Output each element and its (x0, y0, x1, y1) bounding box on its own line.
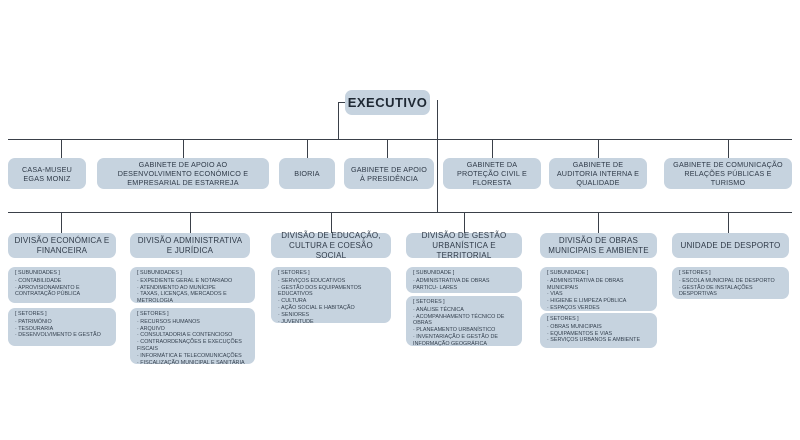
detail-item: SERVIÇOS URBANOS E AMBIENTE (547, 337, 650, 344)
detail-item: JUVENTUDE (278, 319, 384, 326)
detail-item: SERVIÇOS EDUCATIVOS (278, 278, 384, 285)
detail-item: ACOMPANHAMENTO TÉCNICO DE OBRAS (413, 314, 515, 328)
detail-header: [ SETORES ] (278, 270, 310, 276)
detail-item: CULTURA (278, 298, 384, 305)
detail-header: [ SETORES ] (413, 299, 445, 305)
division-administrativa-juridica: DIVISÃO ADMINISTRATIVA E JURÍDICA (130, 233, 250, 258)
division-unidade-desporto: UNIDADE DE DESPORTO (672, 233, 789, 258)
detail-box-subunidades: [ SUBUNIDADES ] EXPEDIENTE GERAL E NOTAR… (130, 267, 255, 305)
connector-line (338, 102, 339, 139)
detail-item: VIAS (547, 291, 650, 298)
connector-line (183, 139, 184, 158)
unit-gabinete-protecao-civil: GABINETE DA PROTEÇÃO CIVIL E FLORESTA (443, 158, 541, 189)
unit-casa-museu: CASA-MUSEU EGAS MONIZ (8, 158, 86, 189)
root-node-executivo: EXECUTIVO (345, 90, 430, 115)
connector-line (437, 100, 438, 212)
detail-header: [ SUBUNIDADES ] (15, 270, 60, 276)
detail-item: ESCOLA MUNICIPAL DE DESPORTO (679, 278, 782, 285)
unit-gabinete-desenvolvimento: GABINETE DE APOIO AO DESENVOLVIMENTO ECO… (97, 158, 269, 189)
connector-line (8, 212, 792, 213)
detail-item: ADMINISTRATIVA DE OBRAS MUNICIPAIS (547, 278, 650, 292)
detail-header: [ SETORES ] (137, 311, 169, 317)
detail-box-subunidade: [ SUBUNIDADE ] ADMINISTRATIVA DE OBRAS M… (540, 267, 657, 311)
connector-line (492, 139, 493, 158)
division-educacao-cultura: DIVISÃO DE EDUCAÇÃO, CULTURA E COESÃO SO… (271, 231, 391, 260)
detail-box-setores: [ SETORES ] OBRAS MUNICIPAIS EQUIPAMENTO… (540, 313, 657, 348)
detail-item: INFORMÁTICA E TELECOMUNICAÇÕES (137, 353, 248, 360)
connector-line (338, 102, 346, 103)
connector-line (728, 139, 729, 158)
connector-line (598, 139, 599, 158)
detail-item: GESTÃO DE INSTALAÇÕES DESPORTIVAS (679, 285, 782, 299)
unit-bioria: BIORIA (279, 158, 335, 189)
detail-item: INVENTARIAÇÃO E GESTÃO DE INFORMAÇÃO GEO… (413, 334, 515, 348)
detail-header: [ SUBUNIDADE ] (413, 270, 455, 276)
detail-box-setores: [ SETORES ] RECURSOS HUMANOS ARQUIVO CON… (130, 308, 255, 367)
detail-item: ARQUIVO (137, 326, 248, 333)
detail-header: [ SUBUNIDADES ] (137, 270, 182, 276)
detail-item: TAXAS, LICENÇAS, MERCADOS E METROLOGIA (137, 291, 248, 305)
detail-item: ATENDIMENTO AO MUNÍCIPE (137, 285, 248, 292)
connector-line (8, 139, 792, 140)
detail-box-setores: [ SETORES ] PATRIMÓNIO TESOURARIA DESENV… (8, 308, 116, 346)
detail-item: CONTABILIDADE (15, 278, 109, 285)
detail-item: AÇÃO SOCIAL E HABITAÇÃO (278, 305, 384, 312)
division-gestao-urbanistica: DIVISÃO DE GESTÃO URBANÍSTICA E TERRITOR… (406, 231, 522, 260)
detail-item: EXPEDIENTE GERAL E NOTARIADO (137, 278, 248, 285)
detail-item: SENIORES (278, 312, 384, 319)
detail-item: GESTÃO DOS EQUIPAMENTOS EDUCATIVOS (278, 285, 384, 299)
detail-item: ESPAÇOS VERDES (547, 305, 650, 312)
detail-item: PLANEAMENTO URBANÍSTICO (413, 327, 515, 334)
connector-line (464, 212, 465, 233)
detail-box-subunidade: [ SUBUNIDADE ] ADMINISTRATIVA DE OBRAS P… (406, 267, 522, 293)
detail-header: [ SUBUNIDADE ] (547, 270, 589, 276)
detail-item: ADMINISTRATIVA DE OBRAS PARTICU- LARES (413, 278, 515, 292)
connector-line (307, 139, 308, 158)
connector-line (598, 212, 599, 233)
division-obras-municipais: DIVISÃO DE OBRAS MUNICIPAIS E AMBIENTE (540, 233, 657, 258)
unit-gabinete-comunicacao: GABINETE DE COMUNICAÇÃO RELAÇÕES PÚBLICA… (664, 158, 792, 189)
connector-line (61, 212, 62, 233)
detail-item: FISCALIZAÇÃO MUNICIPAL E SANITÁRIA (137, 360, 248, 367)
connector-line (728, 212, 729, 233)
detail-item: ANÁLISE TÉCNICA (413, 307, 515, 314)
detail-header: [ SETORES ] (679, 270, 711, 276)
connector-line (190, 212, 191, 233)
detail-box-subunidades: [ SUBUNIDADES ] CONTABILIDADE APROVISION… (8, 267, 116, 303)
detail-item: CONTRAORDENAÇÕES E EXECUÇÕES FISCAIS (137, 339, 248, 353)
connector-line (331, 212, 332, 233)
connector-line (387, 139, 388, 158)
unit-gabinete-presidencia: GABINETE DE APOIO À PRESIDÊNCIA (344, 158, 434, 189)
detail-item: RECURSOS HUMANOS (137, 319, 248, 326)
detail-box-setores: [ SETORES ] ANÁLISE TÉCNICA ACOMPANHAMEN… (406, 296, 522, 348)
detail-box-setores: [ SETORES ] ESCOLA MUNICIPAL DE DESPORTO… (672, 267, 789, 299)
detail-item: CONSULTADORIA E CONTENCIOSO (137, 332, 248, 339)
connector-line (61, 139, 62, 158)
division-economica-financeira: DIVISÃO ECONÓMICA E FINANCEIRA (8, 233, 116, 258)
detail-item: HIGIENE E LIMPEZA PÚBLICA (547, 298, 650, 305)
unit-gabinete-auditoria: GABINETE DE AUDITORIA INTERNA E QUALIDAD… (549, 158, 647, 189)
detail-item: TESOURARIA (15, 326, 109, 333)
detail-box-setores: [ SETORES ] SERVIÇOS EDUCATIVOS GESTÃO D… (271, 267, 391, 326)
detail-header: [ SETORES ] (547, 316, 579, 322)
detail-item: APROVISIONAMENTO E CONTRATAÇÃO PÚBLICA (15, 285, 109, 299)
detail-header: [ SETORES ] (15, 311, 47, 317)
detail-item: DESENVOLVIMENTO E GESTÃO (15, 332, 109, 339)
detail-item: PATRIMÓNIO (15, 319, 109, 326)
detail-item: EQUIPAMENTOS E VIAS (547, 331, 650, 338)
detail-item: OBRAS MUNICIPAIS (547, 324, 650, 331)
